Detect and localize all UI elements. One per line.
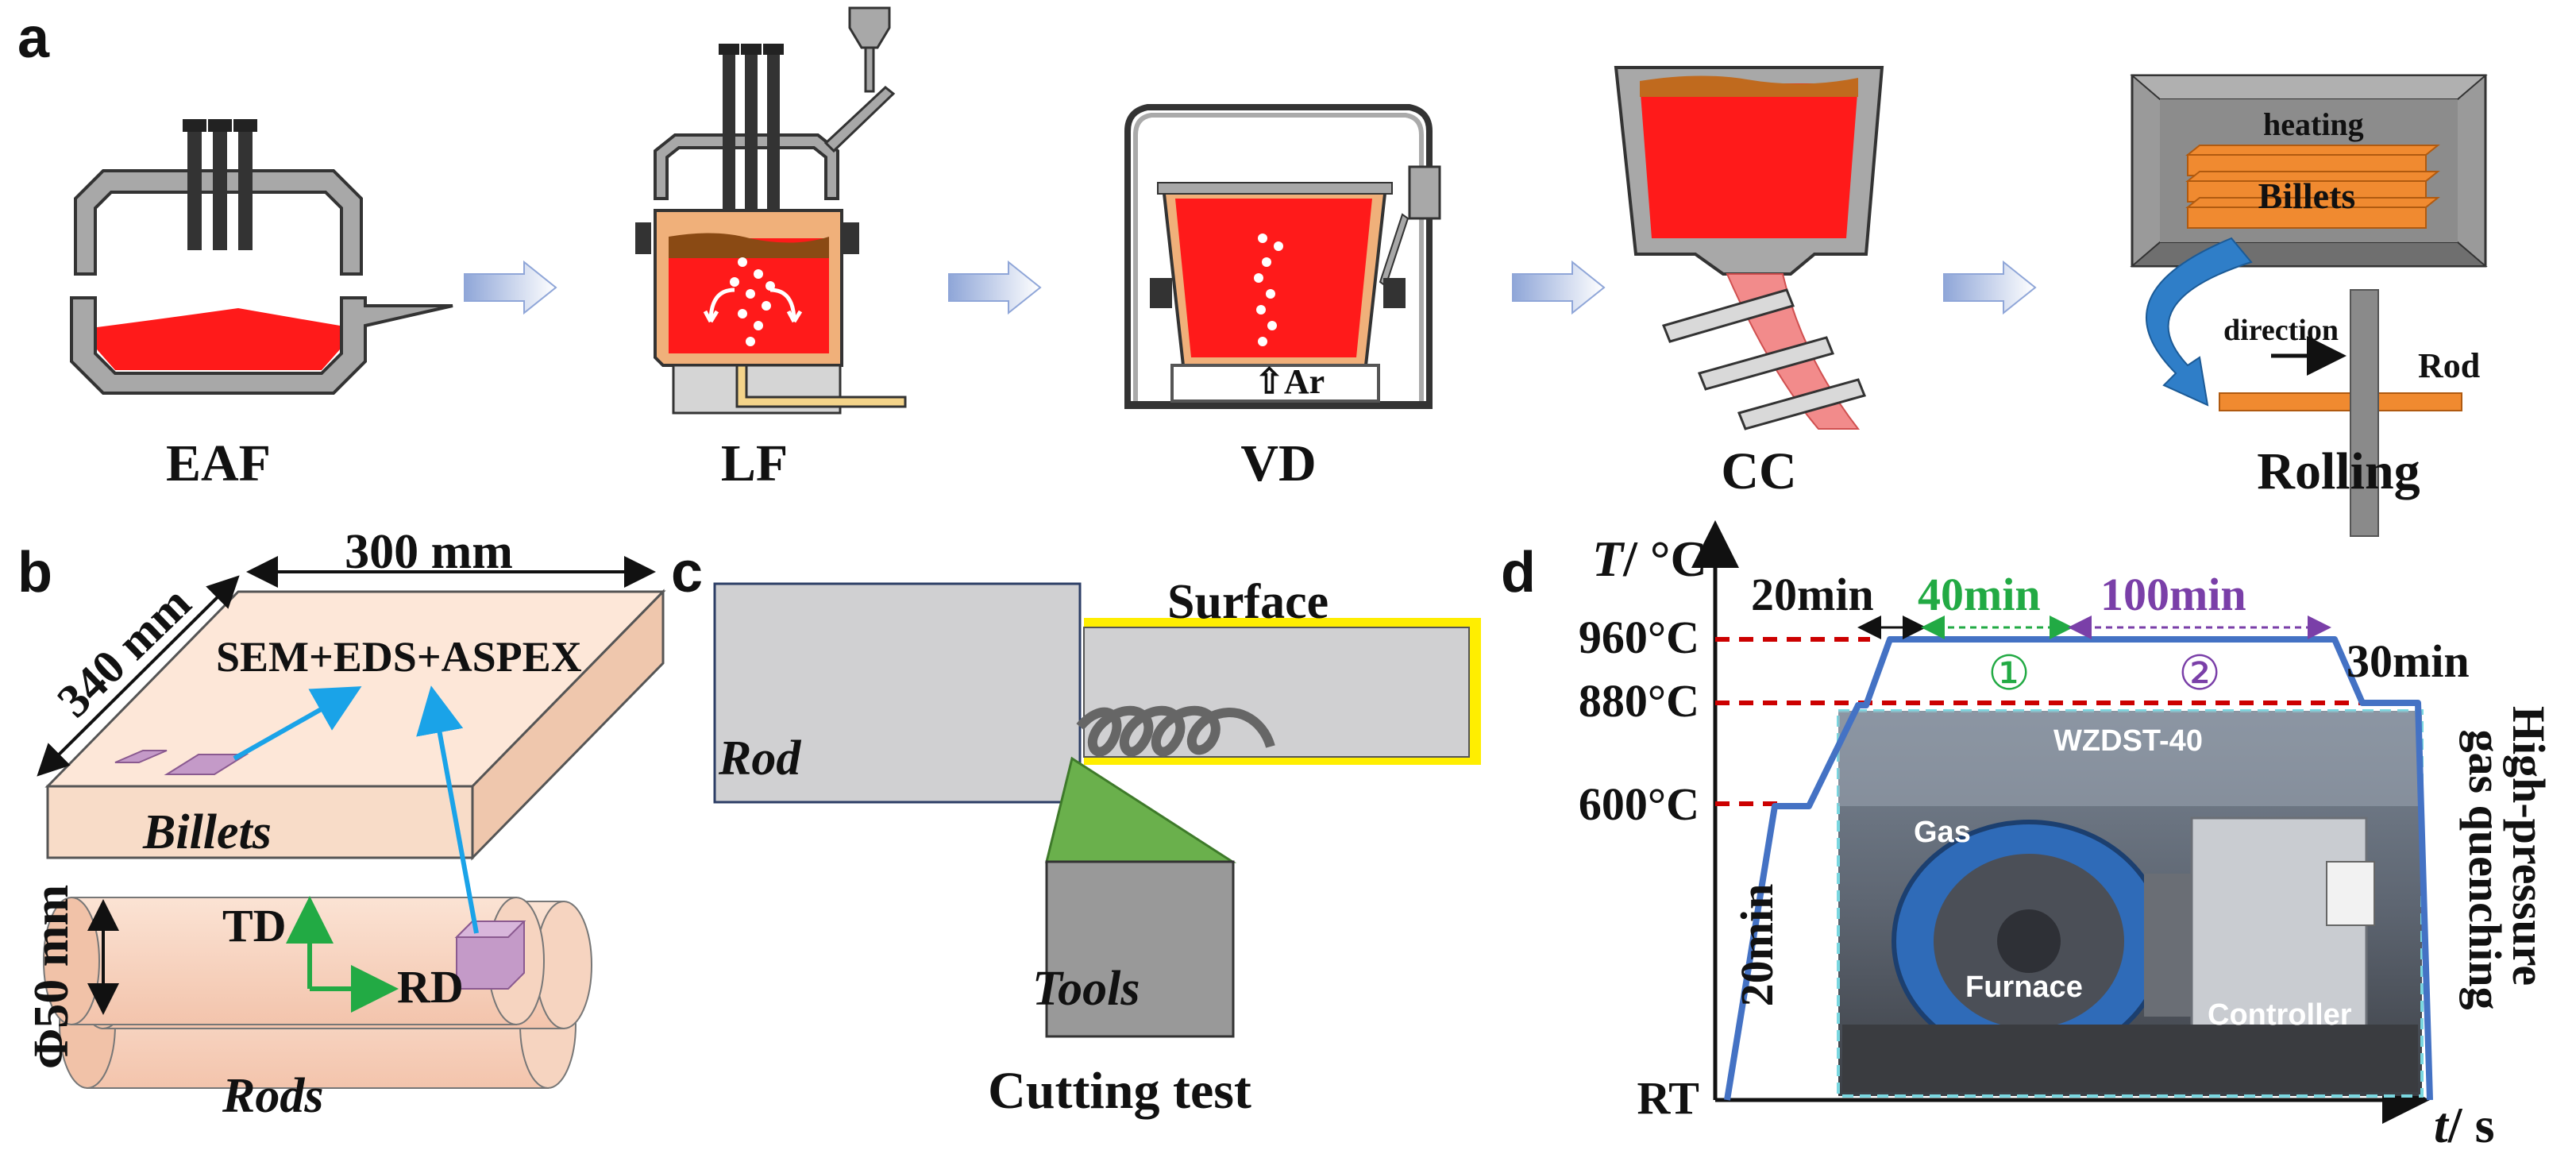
surface-label: Surface bbox=[1167, 575, 1328, 629]
photo-title: WZDST-40 bbox=[2053, 724, 2203, 758]
panel-c: c Surface Rod Tools Cutting test bbox=[671, 541, 1481, 1120]
eaf-furnace: EAF bbox=[70, 119, 453, 492]
step-label-cc: CC bbox=[1721, 442, 1796, 500]
billets-label: Billets bbox=[2258, 176, 2356, 216]
cutting-test-caption: Cutting test bbox=[988, 1062, 1251, 1120]
tick-rt: RT bbox=[1637, 1072, 1699, 1124]
photo-gas-label: Gas bbox=[1914, 816, 1971, 849]
td-label: TD bbox=[222, 900, 287, 951]
photo-controller-label: Controller bbox=[2208, 998, 2352, 1032]
rod-label-a: Rod bbox=[2418, 346, 2480, 385]
rods-label: Rods bbox=[222, 1069, 323, 1123]
chip bbox=[1076, 705, 1275, 757]
photo-furnace-label: Furnace bbox=[1965, 971, 2083, 1004]
direction-label: direction bbox=[2223, 314, 2339, 347]
panel-label-b: b bbox=[17, 541, 52, 604]
cc-caster: CC bbox=[1614, 66, 1884, 500]
dim-depth-arrow bbox=[37, 575, 240, 777]
panel-label-a: a bbox=[17, 6, 50, 70]
step-label-vd: VD bbox=[1240, 434, 1316, 492]
heating-label: heating bbox=[2263, 106, 2364, 142]
panel-label-d: d bbox=[1501, 541, 1536, 604]
time-30min: 30min bbox=[2347, 635, 2470, 687]
billets-label-b: Billets bbox=[142, 805, 272, 859]
panel-b: b 300 mm 340 mm SEM+EDS+ASPEX Billets bbox=[17, 525, 666, 1123]
x-axis-title: t/ s bbox=[2434, 1097, 2494, 1153]
step-label-rolling: Rolling bbox=[2257, 442, 2420, 500]
rod-label-c: Rod bbox=[718, 731, 801, 785]
step-label-eaf: EAF bbox=[166, 434, 271, 492]
step-label-lf: LF bbox=[721, 434, 788, 492]
dim-width-label: 300 mm bbox=[345, 525, 513, 579]
panel-a: a EAF bbox=[17, 6, 2488, 537]
rod-block bbox=[713, 582, 1082, 804]
tool-tip bbox=[1045, 756, 1237, 863]
quench-label-2: gas quenching bbox=[2459, 730, 2511, 1010]
quench-label-1: High-pressure bbox=[2503, 706, 2555, 986]
tick-960: 960°C bbox=[1579, 612, 1699, 663]
rd-label: RD bbox=[397, 961, 464, 1013]
link-arrow-rod bbox=[416, 685, 479, 934]
temperature-curve bbox=[1724, 636, 2433, 1101]
time-20min-a: 20min bbox=[1751, 569, 1874, 620]
time-100min: 100min bbox=[2100, 569, 2246, 620]
lf-ladle: LF bbox=[635, 6, 907, 492]
tick-880: 880°C bbox=[1579, 675, 1699, 727]
billet-side bbox=[471, 589, 665, 861]
flow-arrow-2 bbox=[948, 260, 1042, 315]
time-20min-b: 20min bbox=[1731, 884, 1783, 1007]
rolling-stage: heating Billets direction Rod Rolling bbox=[2130, 74, 2488, 537]
tools-label: Tools bbox=[1032, 962, 1140, 1016]
panel-d: d T/ °C t/ s WZDST-40 Gas Furnace Contro… bbox=[1501, 520, 2555, 1153]
tick-600: 600°C bbox=[1579, 778, 1699, 830]
diameter-label: Φ50 mm bbox=[25, 885, 79, 1069]
flow-arrow-3 bbox=[1512, 260, 1606, 315]
stage-1: ① bbox=[1988, 646, 2030, 701]
furnace-photo: WZDST-40 Gas Furnace Controller bbox=[1837, 709, 2424, 1098]
tool-body bbox=[1045, 860, 1235, 1038]
flow-arrow-4 bbox=[1943, 260, 2037, 315]
y-axis-title: T/ °C bbox=[1592, 531, 1707, 587]
link-arrow-billet bbox=[233, 686, 362, 761]
vd-vessel: ⇧Ar VD bbox=[1124, 104, 1441, 492]
stage-2: ② bbox=[2178, 646, 2221, 701]
panel-label-c: c bbox=[671, 541, 703, 604]
ar-label: ⇧Ar bbox=[1255, 362, 1325, 401]
flow-arrow-1 bbox=[464, 260, 557, 315]
time-40min: 40min bbox=[1918, 569, 2041, 620]
analysis-label: SEM+EDS+ASPEX bbox=[216, 633, 582, 681]
